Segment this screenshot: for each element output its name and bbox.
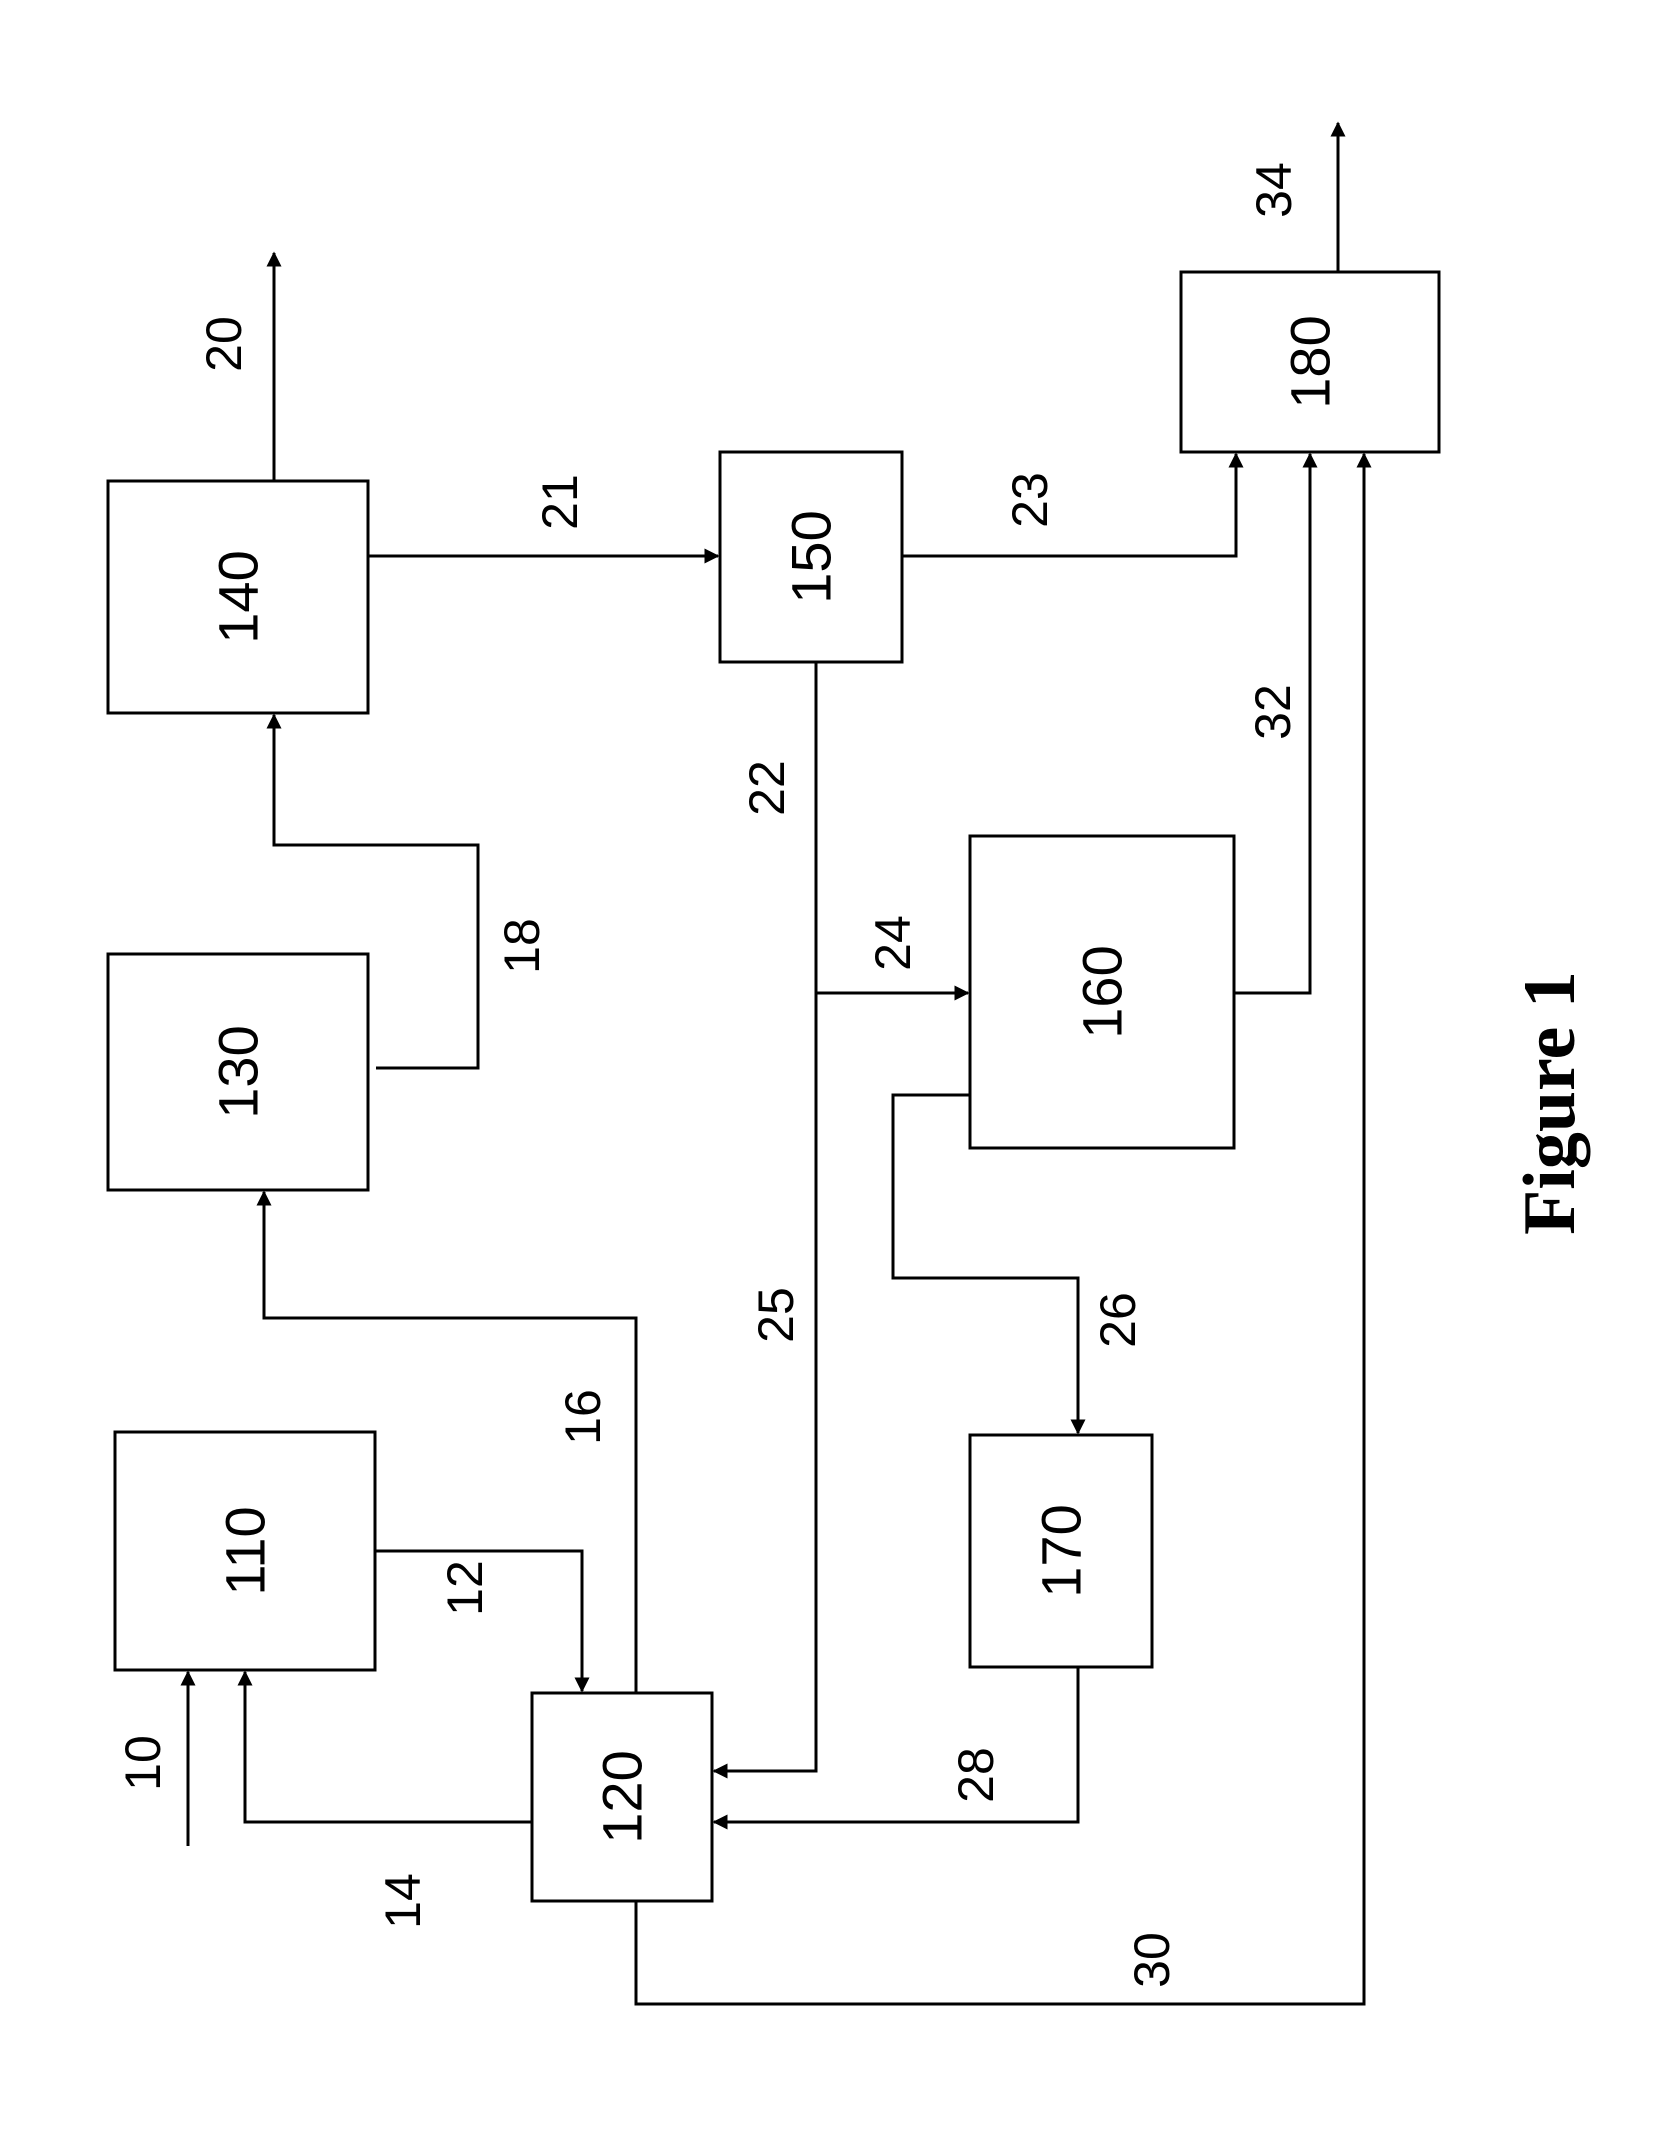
figure-caption: Figure 1 [1509,971,1591,1235]
stream-14-label: 14 [375,1873,431,1929]
stream-10-label: 10 [115,1735,171,1791]
stream-23-label: 23 [1002,472,1058,528]
unit-110: 110 [115,1432,375,1670]
stream-34-label: 34 [1246,162,1302,218]
unit-180-label: 180 [1279,315,1342,408]
unit-180: 180 [1181,272,1439,452]
unit-130-label: 130 [207,1025,270,1118]
unit-170: 170 [970,1435,1152,1667]
stream-16-label: 16 [555,1389,611,1445]
unit-150-label: 150 [780,510,843,603]
unit-160-label: 160 [1071,945,1134,1038]
stream-20-label: 20 [196,316,252,372]
unit-120-label: 120 [591,1750,654,1843]
unit-120: 120 [532,1693,712,1901]
unit-160: 160 [970,836,1234,1148]
stream-14-line [245,1672,532,1822]
stream-22-label: 22 [739,760,795,816]
stream-12-label: 12 [437,1560,493,1616]
stream-25-label: 25 [748,1287,804,1343]
unit-150: 150 [720,452,902,662]
stream-23-line [902,454,1236,556]
unit-110-label: 110 [214,1506,277,1595]
stream-21-label: 21 [532,474,588,530]
stream-24-label: 24 [865,915,921,971]
unit-130: 130 [108,954,368,1190]
stream-26-label: 26 [1090,1292,1146,1348]
unit-140: 140 [108,481,368,713]
stream-28-line [714,1667,1078,1822]
stream-30-label: 30 [1124,1932,1180,1988]
stream-32-label: 32 [1245,684,1301,740]
stream-18-label: 18 [494,918,550,974]
unit-170-label: 170 [1030,1504,1093,1597]
unit-140-label: 140 [207,550,270,643]
stream-28-label: 28 [948,1747,1004,1803]
stream-22-25-line [714,662,816,1771]
